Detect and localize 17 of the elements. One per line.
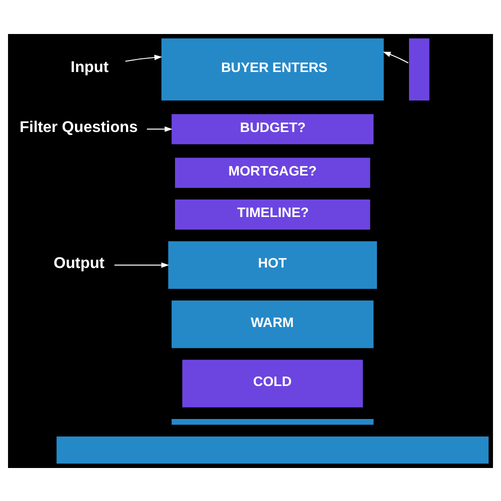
node-text: Filter Questions [20, 118, 138, 136]
node-box: BUDGET? [170, 112, 375, 145]
node-text: Input [70, 58, 109, 76]
arrow [382, 51, 409, 63]
node-box: COLD [181, 358, 364, 408]
arrow [114, 262, 170, 268]
node-box: TIMELINE? [174, 198, 372, 230]
arrow [146, 126, 172, 132]
node-box: BUYER ENTERS [160, 36, 385, 101]
node-bar [170, 418, 375, 426]
node-bar [56, 434, 490, 464]
node-box: MORTGAGE? [174, 156, 372, 188]
node-text: Output [54, 254, 104, 272]
node-box: HOT [167, 240, 378, 290]
node-box: WARM [170, 299, 375, 349]
arrow [124, 54, 162, 62]
node-person [408, 36, 430, 101]
